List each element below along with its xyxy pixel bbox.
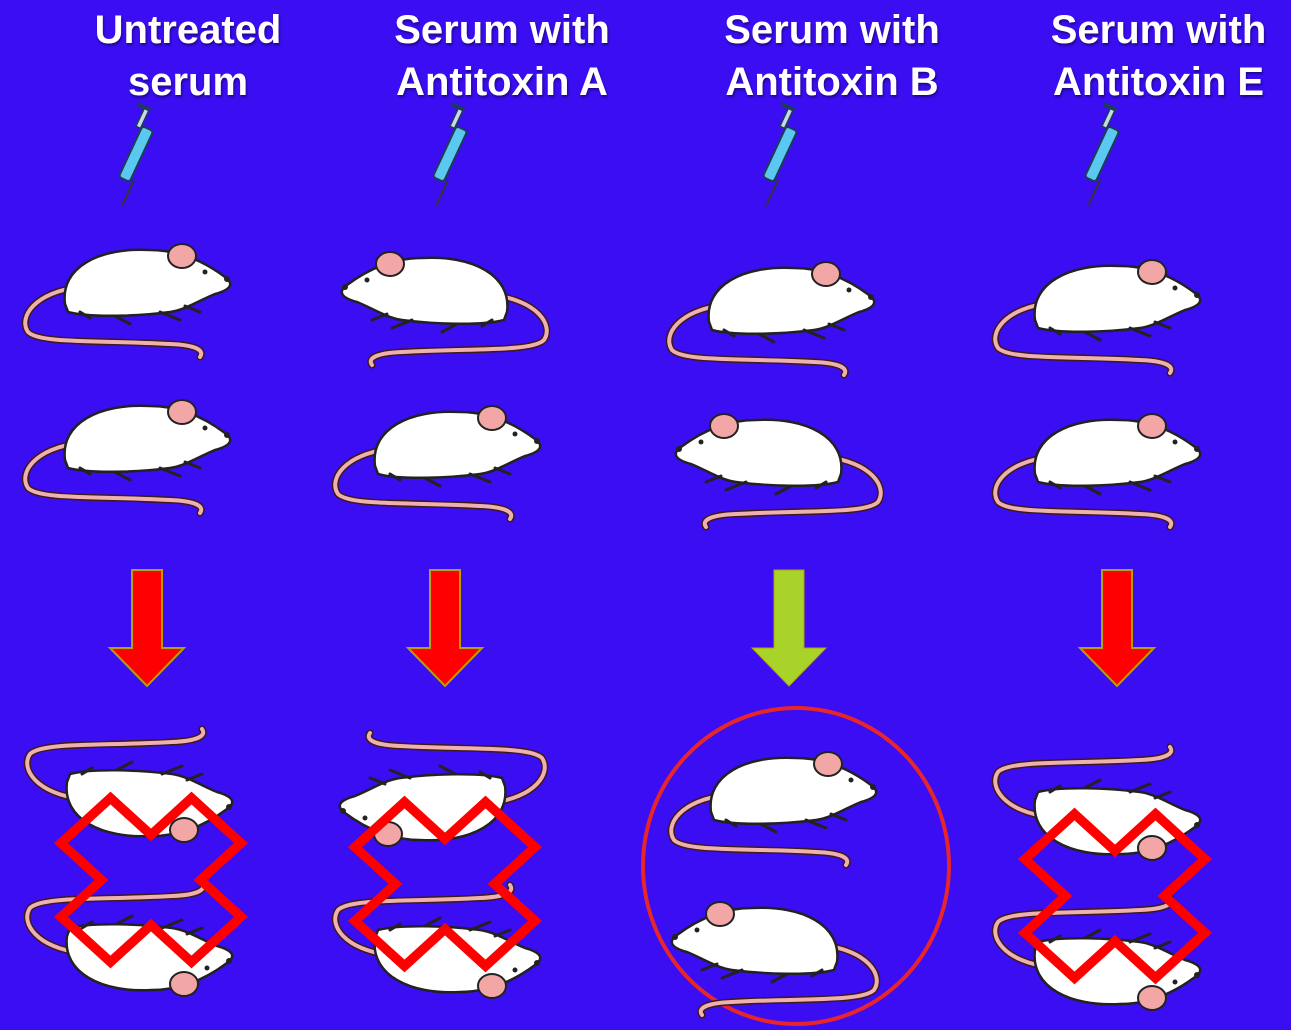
group-title: Serum with Antitoxin A: [342, 4, 662, 108]
group-title-line1: Untreated: [28, 4, 348, 56]
x-mark-icon: [46, 790, 266, 980]
x-mark-icon: [348, 794, 568, 984]
mouse-icon: [330, 394, 550, 524]
syringe-icon: [434, 108, 474, 208]
survive-arrow-icon: [750, 568, 830, 688]
mouse-icon: [990, 248, 1210, 378]
group-title-line1: Serum with: [996, 4, 1291, 56]
mouse-icon: [332, 240, 552, 370]
group-untreated: Untreated serum: [28, 0, 348, 1030]
syringe-icon: [120, 108, 160, 208]
group-title-line1: Serum with: [672, 4, 992, 56]
mouse-icon: [662, 890, 882, 1020]
group-title-line1: Serum with: [342, 4, 662, 56]
mouse-icon: [990, 402, 1210, 532]
group-title-line2: Antitoxin E: [996, 56, 1291, 108]
group-title: Untreated serum: [28, 4, 348, 108]
group-title-line2: Antitoxin B: [672, 56, 992, 108]
group-antitoxin-b: Serum with Antitoxin B: [672, 0, 992, 1030]
mouse-icon: [20, 232, 240, 362]
group-title-line2: Antitoxin A: [342, 56, 662, 108]
group-antitoxin-e: Serum with Antitoxin E: [996, 0, 1291, 1030]
mouse-icon: [20, 388, 240, 518]
group-title: Serum with Antitoxin B: [672, 4, 992, 108]
mouse-icon: [664, 250, 884, 380]
syringe-icon: [764, 108, 804, 208]
mouse-icon: [666, 740, 886, 870]
group-title-line2: serum: [28, 56, 348, 108]
death-arrow-icon: [406, 568, 486, 688]
death-arrow-icon: [1078, 568, 1158, 688]
group-title: Serum with Antitoxin E: [996, 4, 1291, 108]
x-mark-icon: [1008, 806, 1228, 996]
mouse-icon: [666, 402, 886, 532]
syringe-icon: [1086, 108, 1126, 208]
death-arrow-icon: [108, 568, 188, 688]
group-antitoxin-a: Serum with Antitoxin A: [342, 0, 662, 1030]
